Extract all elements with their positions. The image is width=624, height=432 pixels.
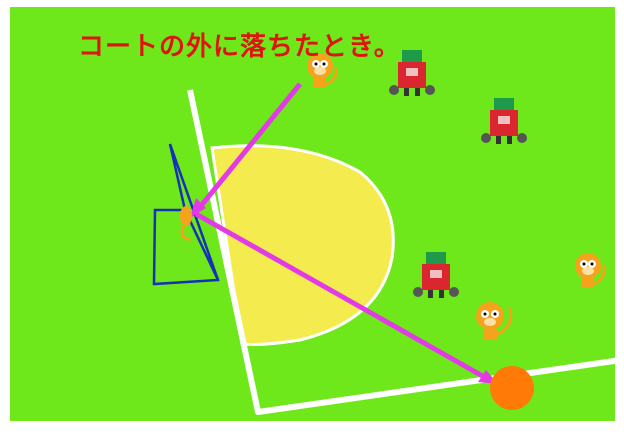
caption: コートの外に落ちたとき。	[78, 32, 401, 62]
monkey-icon	[180, 206, 192, 242]
monkey-icon	[476, 302, 513, 339]
arrow-icon	[190, 82, 498, 384]
robot-icon	[413, 252, 459, 298]
monkey-icon	[575, 253, 606, 288]
robot-icon	[481, 98, 527, 144]
ball-icon	[490, 366, 534, 410]
robot-icon	[389, 50, 435, 96]
monkey-icon	[307, 53, 338, 88]
goal-area	[210, 144, 395, 346]
